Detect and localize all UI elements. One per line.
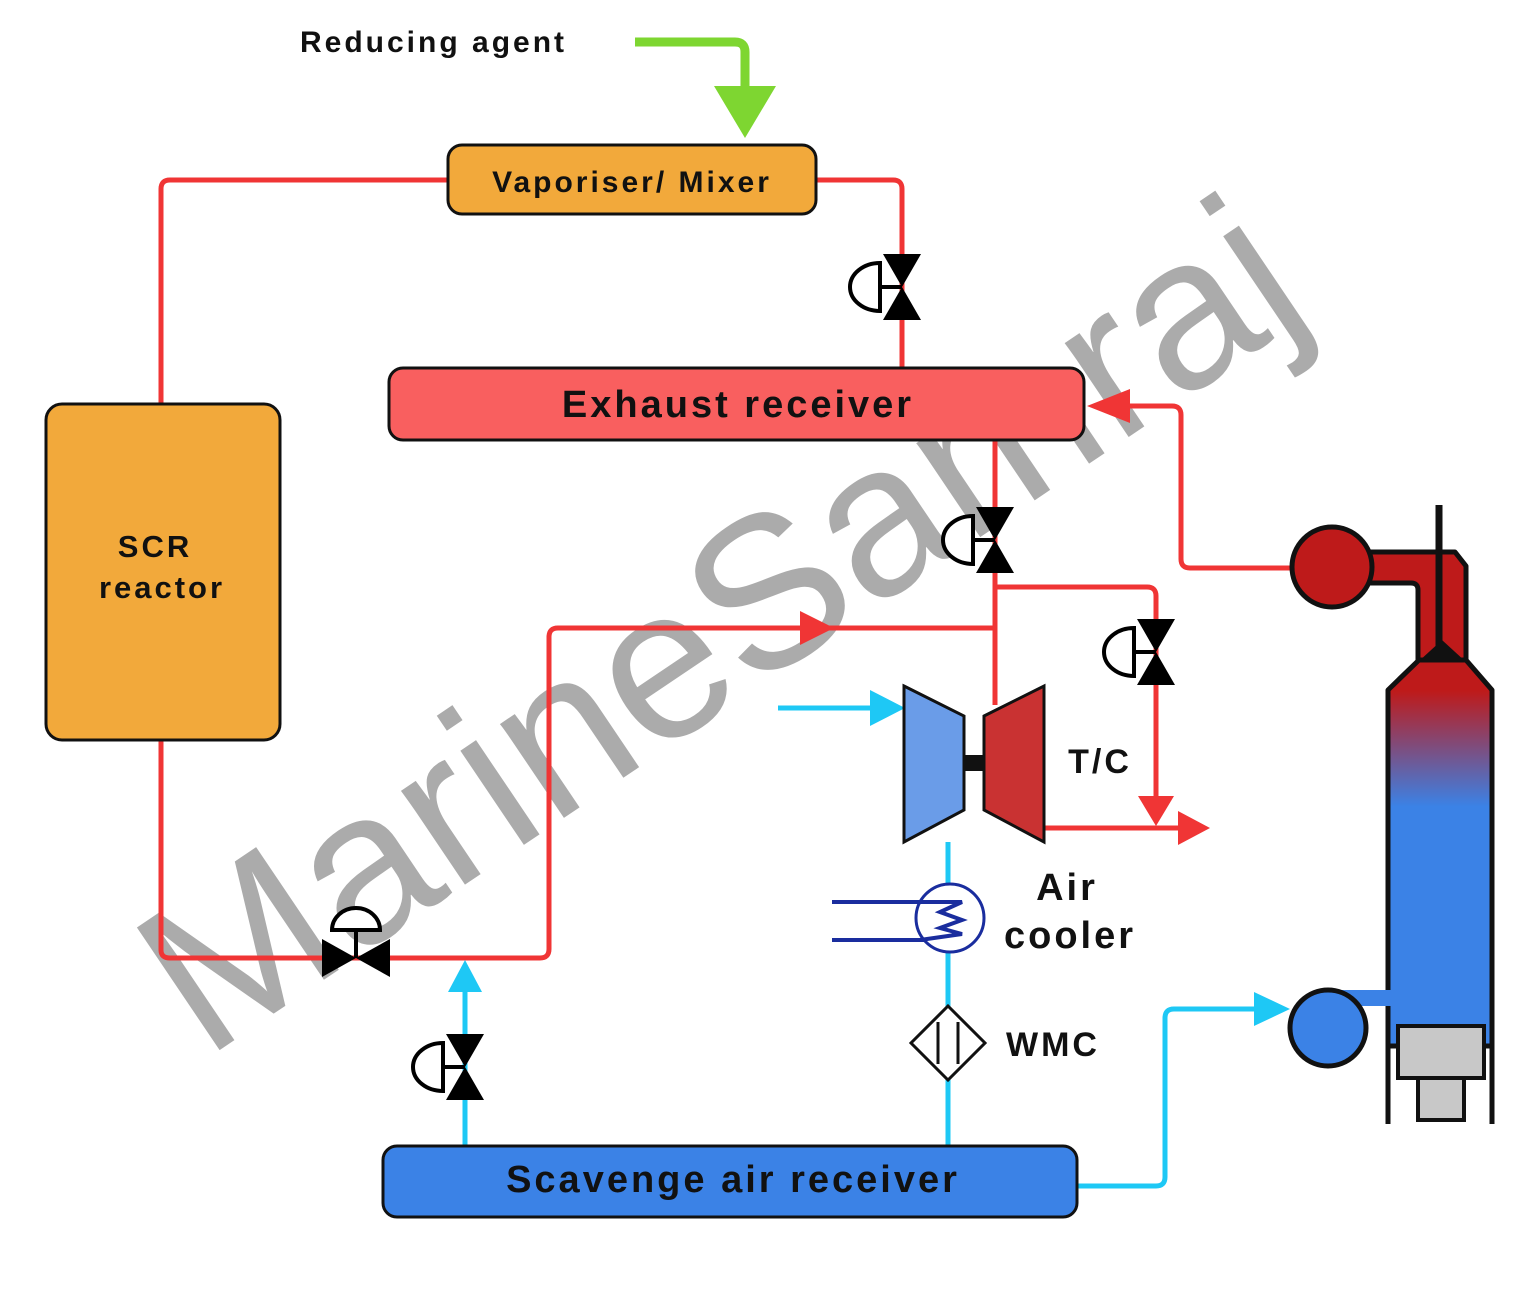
cylinder-body	[1385, 657, 1495, 1049]
wmc-label: WMC	[1006, 1026, 1100, 1064]
air-cooler: Air cooler	[832, 867, 1136, 957]
valve-turbine-inlet[interactable]	[941, 507, 1014, 573]
line-engine-to-exhaust-receiver	[1125, 403, 1292, 571]
valve-scr-outlet[interactable]	[322, 906, 390, 977]
reducing-agent-line	[635, 37, 776, 138]
arrow-air-up	[448, 960, 482, 992]
turbocharger-label: T/C	[1068, 743, 1132, 781]
air-arrows	[448, 690, 1290, 1026]
arrow-bypass-down	[1138, 796, 1174, 826]
piston	[1396, 1024, 1486, 1080]
scr-reactor: SCR reactor	[44, 402, 282, 742]
vaporiser-mixer: Vaporiser/ Mixer	[446, 143, 818, 216]
arrow-exhaust-out	[1178, 811, 1210, 845]
line-turbine-bypass	[995, 584, 1159, 800]
turbocharger: T/C	[902, 683, 1132, 845]
turbine	[982, 683, 1046, 845]
valve-scavenge-bypass[interactable]	[411, 1034, 484, 1100]
scavenge-air-receiver-label: Scavenge air receiver	[506, 1159, 960, 1201]
exhaust-receiver: Exhaust receiver	[387, 366, 1086, 442]
turbocharger-shaft	[964, 755, 984, 771]
arrow-air-intake	[870, 690, 905, 726]
exhaust-pipe	[1357, 549, 1469, 665]
piston-rod	[1416, 1076, 1466, 1122]
arrow-to-turbocharger	[800, 611, 834, 645]
engine-cylinder	[1287, 505, 1495, 1124]
scr-reactor-label-1: SCR	[118, 529, 192, 564]
air-cooler-label-2: cooler	[1004, 915, 1136, 957]
water-mist-catcher: WMC	[908, 1003, 1100, 1083]
exhaust-valve-chamber	[1289, 524, 1375, 610]
line-vaporiser-to-scr	[158, 177, 448, 405]
valve-vaporiser-outlet[interactable]	[848, 254, 921, 320]
line-scr-return	[158, 625, 995, 961]
scavenge-air-receiver: Scavenge air receiver	[381, 1144, 1079, 1219]
vaporiser-mixer-label: Vaporiser/ Mixer	[492, 166, 772, 199]
air-cooler-label-1: Air	[1036, 867, 1098, 909]
exhaust-arrows	[800, 389, 1210, 845]
line-vaporiser-to-exhaust-receiver	[815, 177, 905, 368]
reducing-agent-label: Reducing agent	[300, 26, 567, 59]
exhaust-lines	[158, 177, 1292, 961]
arrow-into-exhaust-receiver	[1087, 389, 1130, 423]
scavenge-inlet-chamber	[1287, 987, 1369, 1069]
scr-reactor-label-2: reactor	[99, 570, 225, 605]
exhaust-receiver-label: Exhaust receiver	[562, 384, 914, 426]
arrow-air-to-engine	[1254, 992, 1290, 1026]
compressor	[902, 683, 966, 845]
line-scavenge-to-engine	[1078, 1006, 1262, 1189]
valve-turbine-bypass[interactable]	[1102, 619, 1175, 685]
